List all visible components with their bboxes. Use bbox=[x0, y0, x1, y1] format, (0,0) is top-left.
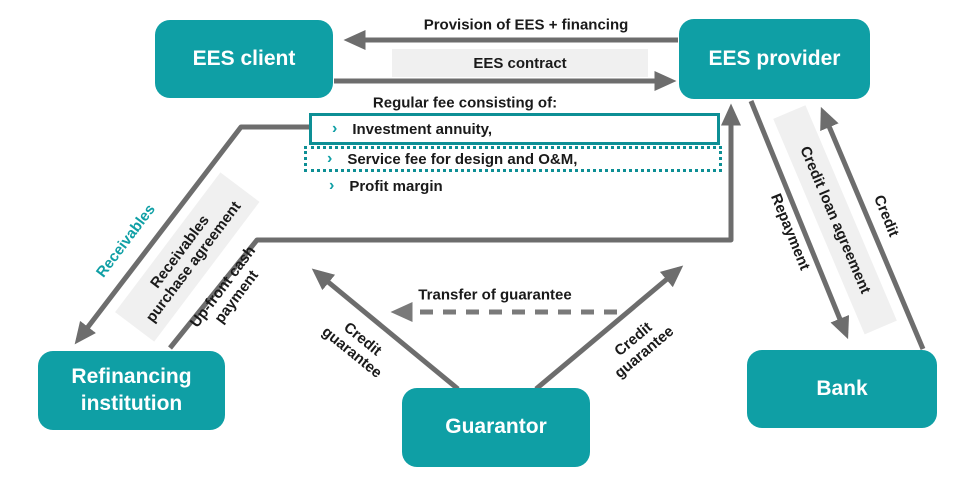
node-bank: Bank bbox=[747, 350, 937, 428]
arrow-receivables bbox=[74, 124, 309, 345]
arrow-credit-guarantee-left bbox=[311, 268, 460, 391]
node-refinancing-institution: Refinancing institution bbox=[38, 351, 225, 430]
arrow-credit-guarantee-right bbox=[534, 265, 684, 391]
node-ees-provider: EES provider bbox=[679, 19, 870, 99]
chevron-bullet-icon: › bbox=[329, 177, 335, 194]
chevron-bullet-icon: › bbox=[327, 150, 333, 167]
node-refinancing-institution-label: Refinancing institution bbox=[71, 365, 192, 415]
label-provision-of-ees: Provision of EES + financing bbox=[423, 16, 629, 34]
node-guarantor: Guarantor bbox=[402, 388, 590, 467]
node-ees-client-label: EES client bbox=[192, 46, 296, 70]
node-guarantor-label: Guarantor bbox=[445, 415, 547, 439]
node-bank-label: Bank bbox=[816, 376, 868, 400]
fee-item-profit-margin: › Profit margin bbox=[309, 174, 720, 198]
chevron-bullet-icon: › bbox=[332, 120, 338, 137]
fee-item-service-fee-label: Service fee for design and O&M, bbox=[347, 150, 578, 168]
label-regular-fee-title: Regular fee consisting of: bbox=[372, 94, 558, 112]
fee-item-investment-annuity-label: Investment annuity, bbox=[352, 120, 493, 138]
node-ees-provider-label: EES provider bbox=[708, 46, 841, 70]
label-transfer-of-guarantee: Transfer of guarantee bbox=[418, 286, 572, 304]
node-ees-client: EES client bbox=[155, 20, 333, 98]
label-ees-contract: EES contract bbox=[392, 49, 648, 77]
fee-item-investment-annuity: › Investment annuity, bbox=[309, 113, 720, 145]
fee-item-service-fee: › Service fee for design and O&M, bbox=[304, 146, 722, 172]
fee-item-profit-margin-label: Profit margin bbox=[349, 177, 443, 195]
arrow-credit bbox=[820, 106, 926, 350]
arrow-upfront-cash-payment bbox=[168, 103, 741, 350]
arrow-repayment bbox=[748, 100, 850, 340]
